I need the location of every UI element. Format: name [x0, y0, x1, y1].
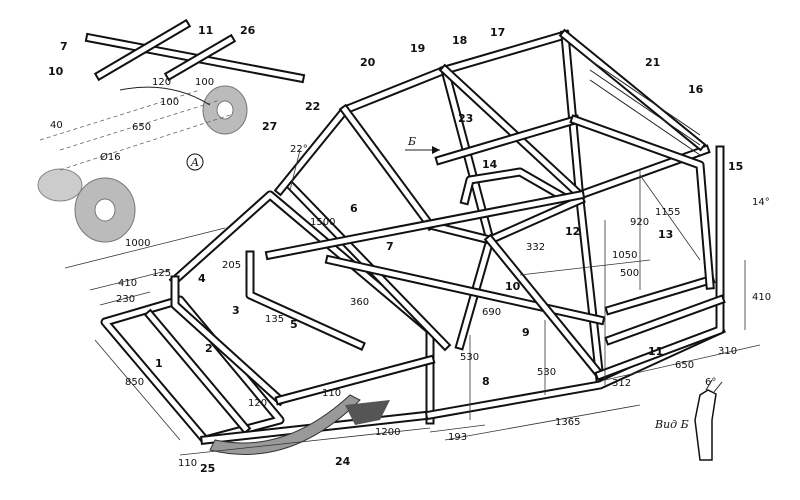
rear-engine-bay [569, 59, 715, 290]
dim-205: 205 [222, 260, 241, 271]
part-label-2: 2 [205, 342, 213, 355]
part-label-14: 14 [482, 158, 498, 171]
view-b-caption: Вид Б [654, 418, 689, 431]
part-label-23: 23 [458, 112, 473, 125]
dim-125: 125 [152, 268, 171, 279]
dim-530a: 530 [460, 352, 479, 363]
inset-detail-a: 7 10 11 26 27 100 120 100 650 40 Ø16 A [37, 18, 306, 243]
main-frame [100, 28, 726, 455]
part-label-19: 19 [410, 42, 425, 55]
part-labels: 1 2 3 4 5 6 7 8 9 10 11 12 13 14 15 16 1… [155, 26, 743, 475]
seat-mount [459, 167, 567, 206]
inset-crossbar [84, 18, 306, 84]
dim-650: 650 [675, 360, 694, 371]
dim-310: 310 [718, 346, 737, 357]
dim-500: 500 [620, 268, 639, 279]
part-label-7: 7 [386, 240, 394, 253]
part-label-20: 20 [360, 56, 376, 69]
inset-suspension-links [39, 86, 231, 171]
dim-1200: 1200 [375, 427, 400, 438]
inset-wheel-upper [202, 85, 248, 135]
view-a-circle [186, 153, 204, 171]
part-label-3: 3 [232, 304, 240, 317]
part-label-8: 8 [482, 375, 490, 388]
dim-360: 360 [350, 297, 369, 308]
part-label-5: 5 [290, 318, 298, 331]
dim-193: 193 [448, 432, 467, 443]
part-label-13: 13 [658, 228, 673, 241]
skid-plate [209, 394, 390, 455]
dim-110a: 110 [322, 388, 341, 399]
dim-312: 312 [612, 378, 631, 389]
part-label-12: 12 [565, 225, 580, 238]
dim-120: 120 [248, 398, 267, 409]
part-label-17: 17 [490, 26, 505, 39]
dim-1365: 1365 [555, 417, 580, 428]
inset-dim-120: 120 [152, 77, 171, 88]
part-label-1: 1 [155, 357, 163, 370]
dim-230: 230 [116, 294, 135, 305]
dim-1155: 1155 [655, 207, 680, 218]
dim-1050: 1050 [612, 250, 637, 261]
part-label-25: 25 [200, 462, 215, 475]
dim-332: 332 [526, 242, 545, 253]
inset-dim-40: 40 [50, 120, 63, 131]
part-label-4: 4 [198, 272, 206, 285]
view-b-detail: Вид Б [654, 379, 723, 461]
inset-label-27: 27 [262, 120, 277, 133]
inset-label-7: 7 [60, 40, 68, 53]
dim-1000: 1000 [125, 238, 150, 249]
inset-dim-phi16: Ø16 [100, 151, 121, 163]
part-label-18: 18 [452, 34, 467, 47]
inset-dim-100b: 100 [160, 97, 179, 108]
inset-wheel-lower [37, 168, 136, 243]
part-label-9: 9 [522, 326, 530, 339]
dim-690: 690 [482, 307, 501, 318]
view-a-label: A [190, 156, 199, 169]
part-label-10: 10 [505, 280, 521, 293]
part-label-21: 21 [645, 56, 660, 69]
dim-22deg: 22° [290, 144, 308, 155]
dim-530b: 530 [537, 367, 556, 378]
dim-135: 135 [265, 314, 284, 325]
inset-dim-100a: 100 [195, 77, 214, 88]
inset-label-11: 11 [198, 24, 213, 37]
dim-410r: 410 [752, 292, 771, 303]
section-mark-text: Б [407, 135, 416, 148]
dimension-lines [64, 149, 761, 456]
part-label-16: 16 [688, 83, 704, 96]
part-label-6: 6 [350, 202, 358, 215]
section-mark-b: Б [405, 135, 440, 154]
part-label-22: 22 [305, 100, 320, 113]
dim-110b: 110 [178, 458, 197, 469]
dim-920: 920 [630, 217, 649, 228]
inset-dim-650: 650 [132, 122, 151, 133]
part-label-15: 15 [728, 160, 743, 173]
part-label-24: 24 [335, 455, 351, 468]
dim-410: 410 [118, 278, 137, 289]
floor-rails [245, 145, 726, 421]
dim-14deg: 14° [752, 197, 770, 208]
dim-1500: 1500 [310, 217, 335, 228]
dim-850: 850 [125, 377, 144, 388]
part-label-11: 11 [648, 345, 663, 358]
inset-label-26: 26 [240, 24, 256, 37]
inset-label-10: 10 [48, 65, 64, 78]
